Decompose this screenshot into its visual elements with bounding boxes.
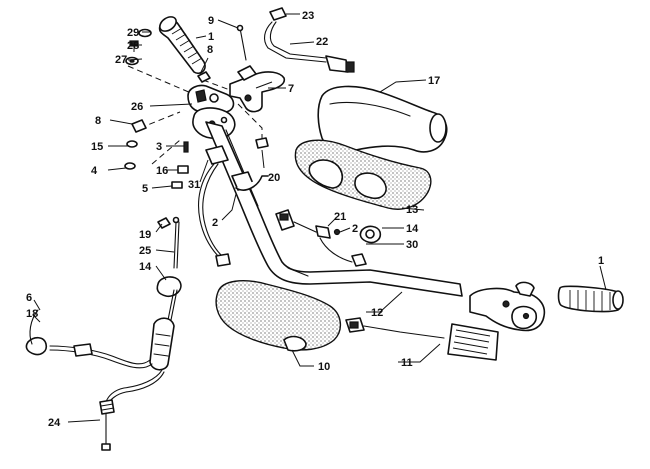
callout-11: 11 <box>401 357 413 369</box>
leader-lines <box>33 13 607 423</box>
callout-2-left: 2 <box>212 217 218 229</box>
callout-14-ring: 14 <box>406 223 419 235</box>
callout-22: 22 <box>316 36 328 48</box>
small-hardware <box>124 119 269 189</box>
callout-labels: 29 28 27 1 9 8 23 22 7 17 26 8 15 3 4 16… <box>26 10 604 429</box>
clip-4 <box>177 165 189 174</box>
callout-26: 26 <box>131 101 143 113</box>
lower-pad <box>215 280 341 352</box>
switch-assembly-mid <box>275 209 382 267</box>
clip-5 <box>171 181 183 189</box>
callout-20: 20 <box>268 172 280 184</box>
callout-27: 27 <box>115 54 127 66</box>
callout-6: 6 <box>26 292 32 304</box>
callout-23: 23 <box>302 10 314 22</box>
callout-17: 17 <box>428 75 440 87</box>
callout-1-right-grip: 1 <box>598 255 604 267</box>
callout-30: 30 <box>406 239 418 251</box>
switch-harness <box>263 7 355 73</box>
bracket-31 <box>205 145 229 165</box>
spring-clip-14 <box>156 276 182 298</box>
callout-1-left-grip: 1 <box>208 31 214 43</box>
pin-and-nut <box>197 24 247 83</box>
callout-9: 9 <box>208 15 214 27</box>
callout-24: 24 <box>48 417 61 429</box>
end-plug <box>138 28 152 38</box>
pin <box>239 27 247 61</box>
callout-16: 4 <box>91 165 98 177</box>
callout-8-top: 8 <box>207 44 213 56</box>
callout-31: 31 <box>188 179 200 191</box>
adjuster-24 <box>99 399 115 415</box>
cable-junction <box>149 317 175 371</box>
handlebar-tube <box>205 121 463 297</box>
harness-connector <box>325 55 349 73</box>
washer-16 <box>124 162 136 170</box>
nut-top <box>197 71 211 83</box>
callout-10: 10 <box>318 361 330 373</box>
throttle-housing-right <box>469 281 546 332</box>
callout-8-left: 8 <box>95 115 101 127</box>
callout-18: 18 <box>26 308 38 320</box>
callout-12: 12 <box>371 307 383 319</box>
callout-2-mid: 2 <box>352 223 358 235</box>
callout-14-clip: 14 <box>139 261 152 273</box>
callout-28: 28 <box>127 40 139 52</box>
callout-21: 21 <box>334 211 346 223</box>
switch-plunger <box>315 225 331 239</box>
left-grip <box>158 16 206 75</box>
callout-4: 16 <box>156 165 168 177</box>
nut-8-left <box>131 119 147 133</box>
right-grip <box>557 285 624 313</box>
nut-20 <box>255 137 269 149</box>
screw-3 <box>183 141 189 153</box>
callout-19: 19 <box>139 229 151 241</box>
throttle-cable <box>25 216 182 451</box>
handlebar-pad-cover <box>317 85 448 153</box>
connector-30 <box>351 253 367 267</box>
screw-2 <box>333 228 341 236</box>
callout-13: 13 <box>406 204 418 216</box>
callout-3: 3 <box>156 141 162 153</box>
callout-7: 7 <box>288 83 294 95</box>
handlebar-pad-foam <box>294 139 432 210</box>
brake-switch-lead <box>197 163 231 267</box>
washer-15 <box>126 140 138 148</box>
heater-pad <box>447 323 499 361</box>
cable-end-6 <box>25 336 48 356</box>
callout-15: 15 <box>91 141 103 153</box>
grip-heater-element <box>345 317 499 361</box>
callout-25: 25 <box>139 245 151 257</box>
callout-29: 29 <box>127 27 139 39</box>
callout-5: 5 <box>142 183 148 195</box>
switch-cap <box>269 7 287 21</box>
